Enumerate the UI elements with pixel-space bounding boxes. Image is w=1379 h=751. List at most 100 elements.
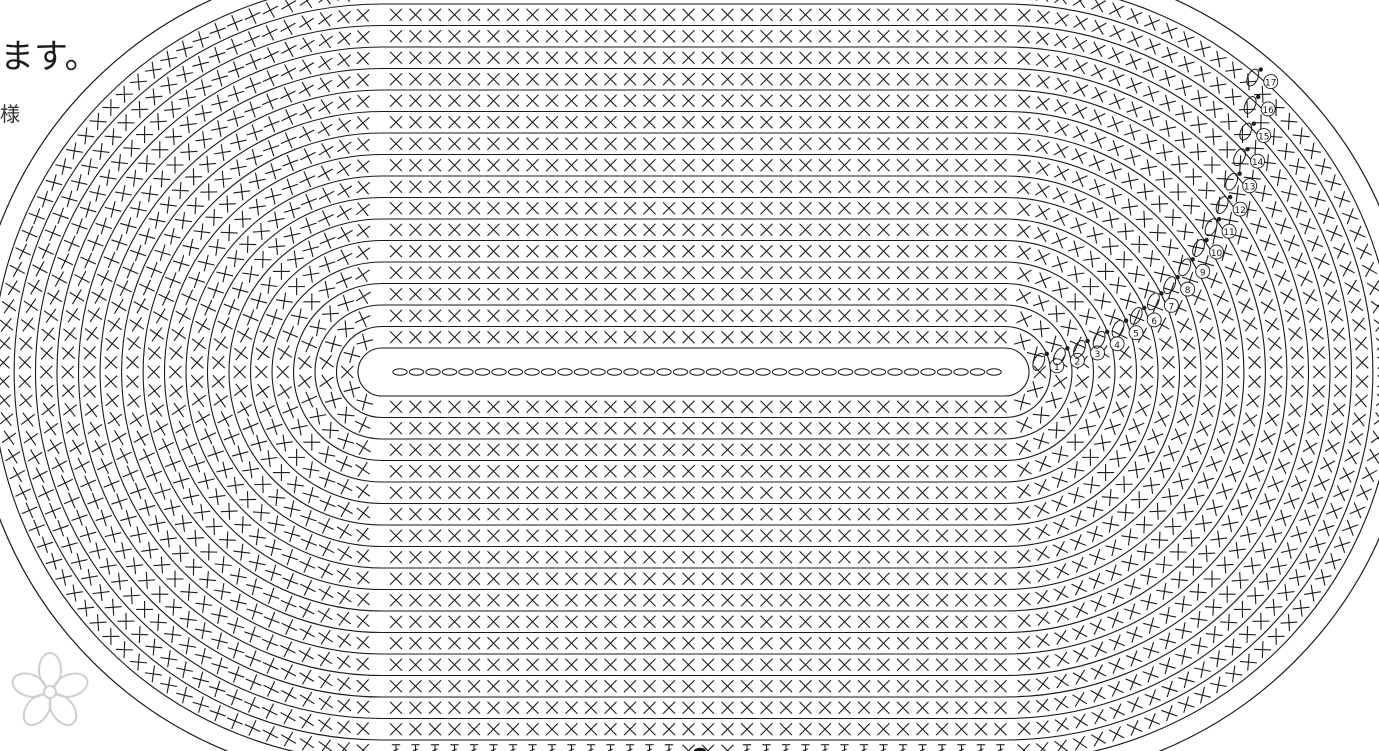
single-crochet-mark: [319, 281, 336, 298]
round-number-label: 2: [1075, 357, 1081, 367]
single-crochet-mark: [741, 465, 753, 477]
single-crochet-mark: [897, 95, 909, 107]
single-crochet-mark: [527, 181, 539, 193]
single-crochet-mark: [1352, 318, 1365, 331]
single-crochet-mark: [585, 573, 597, 585]
single-crochet-mark: [1175, 131, 1192, 148]
single-crochet-mark: [663, 401, 675, 413]
single-crochet-mark: [251, 293, 267, 309]
single-crochet-mark: [357, 224, 370, 237]
single-crochet-mark: [260, 402, 275, 417]
single-crochet-mark: [356, 117, 369, 130]
single-crochet-mark: [878, 224, 890, 236]
single-crochet-mark: [839, 616, 851, 628]
single-crochet-mark: [148, 366, 160, 378]
single-crochet-mark: [281, 64, 296, 79]
single-crochet-mark: [507, 508, 519, 520]
single-crochet-mark: [839, 224, 851, 236]
single-crochet-mark: [897, 116, 909, 128]
single-crochet-mark: [77, 600, 94, 617]
single-crochet-mark: [897, 52, 909, 64]
single-crochet-mark: [230, 594, 247, 611]
single-crochet-mark: [1342, 520, 1358, 536]
single-crochet-mark: [1054, 586, 1069, 601]
single-crochet-mark: [0, 318, 13, 331]
single-crochet-mark: [139, 499, 155, 515]
single-crochet-mark: [211, 120, 228, 137]
single-crochet-mark: [111, 234, 127, 250]
single-crochet-mark: [800, 9, 812, 21]
single-crochet-mark: [318, 56, 332, 70]
single-crochet-mark: [566, 573, 578, 585]
single-crochet-mark: [410, 95, 422, 107]
single-crochet-mark: [62, 347, 75, 360]
single-crochet-mark: [429, 659, 441, 671]
single-crochet-mark: [780, 245, 792, 257]
single-crochet-mark: [390, 616, 402, 628]
single-crochet-mark: [263, 588, 279, 604]
single-crochet-mark: [261, 450, 278, 467]
single-crochet-mark: [819, 702, 831, 714]
single-crochet-mark: [1087, 227, 1104, 244]
single-crochet-mark: [1036, 53, 1049, 66]
single-crochet-mark: [1016, 440, 1031, 455]
single-crochet-mark: [936, 95, 948, 107]
single-crochet-mark: [702, 181, 714, 193]
single-crochet-mark: [507, 401, 519, 413]
single-crochet-mark: [624, 551, 636, 563]
single-crochet-mark: [663, 422, 675, 434]
single-crochet-mark: [338, 699, 351, 712]
single-crochet-mark: [100, 558, 117, 575]
chain-stitch: [492, 369, 506, 375]
single-crochet-mark: [357, 722, 370, 735]
single-crochet-mark: [165, 456, 181, 472]
single-crochet-mark: [488, 702, 500, 714]
single-crochet-mark: [917, 573, 929, 585]
single-crochet-mark: [161, 650, 178, 667]
single-crochet-mark: [1210, 677, 1227, 694]
single-crochet-mark: [1243, 413, 1257, 427]
single-crochet-mark: [410, 224, 422, 236]
single-crochet-mark: [337, 250, 352, 265]
single-crochet-mark: [1255, 448, 1270, 463]
single-crochet-mark: [181, 439, 197, 455]
single-crochet-mark: [917, 723, 929, 735]
single-crochet-mark: [1048, 422, 1065, 439]
single-crochet-mark: [215, 171, 232, 188]
single-crochet-mark: [83, 346, 96, 359]
single-crochet-mark: [410, 422, 422, 434]
single-crochet-mark: [897, 487, 909, 499]
single-crochet-mark: [722, 444, 734, 456]
single-crochet-mark: [298, 356, 311, 369]
single-crochet-mark: [780, 401, 792, 413]
single-crochet-mark: [303, 241, 319, 257]
single-crochet-mark: [1261, 430, 1276, 445]
single-crochet-mark: [1036, 32, 1049, 45]
single-crochet-mark: [234, 347, 247, 360]
single-crochet-mark: [265, 188, 282, 205]
single-crochet-mark: [1127, 32, 1143, 48]
single-crochet-mark: [300, 218, 316, 234]
single-crochet-mark: [624, 487, 636, 499]
single-crochet-mark: [917, 331, 929, 343]
single-crochet-mark: [1073, 82, 1088, 97]
single-crochet-mark: [468, 680, 480, 692]
single-crochet-mark: [410, 52, 422, 64]
single-crochet-mark: [139, 449, 154, 464]
single-crochet-mark: [242, 266, 259, 283]
single-crochet-mark: [644, 159, 656, 171]
single-crochet-mark: [683, 530, 695, 542]
single-crochet-mark: [1356, 244, 1371, 259]
single-crochet-mark: [683, 573, 695, 585]
single-crochet-mark: [337, 118, 351, 132]
single-crochet-mark: [1034, 366, 1046, 378]
single-crochet-mark: [1162, 356, 1175, 369]
single-crochet-mark: [975, 508, 987, 520]
single-crochet-mark: [741, 310, 753, 322]
single-crochet-mark: [995, 487, 1007, 499]
single-crochet-mark: [167, 157, 184, 174]
double-crochet-mark: [782, 745, 790, 751]
single-crochet-mark: [160, 197, 177, 214]
single-crochet-mark: [897, 267, 909, 279]
single-crochet-mark: [897, 138, 909, 150]
